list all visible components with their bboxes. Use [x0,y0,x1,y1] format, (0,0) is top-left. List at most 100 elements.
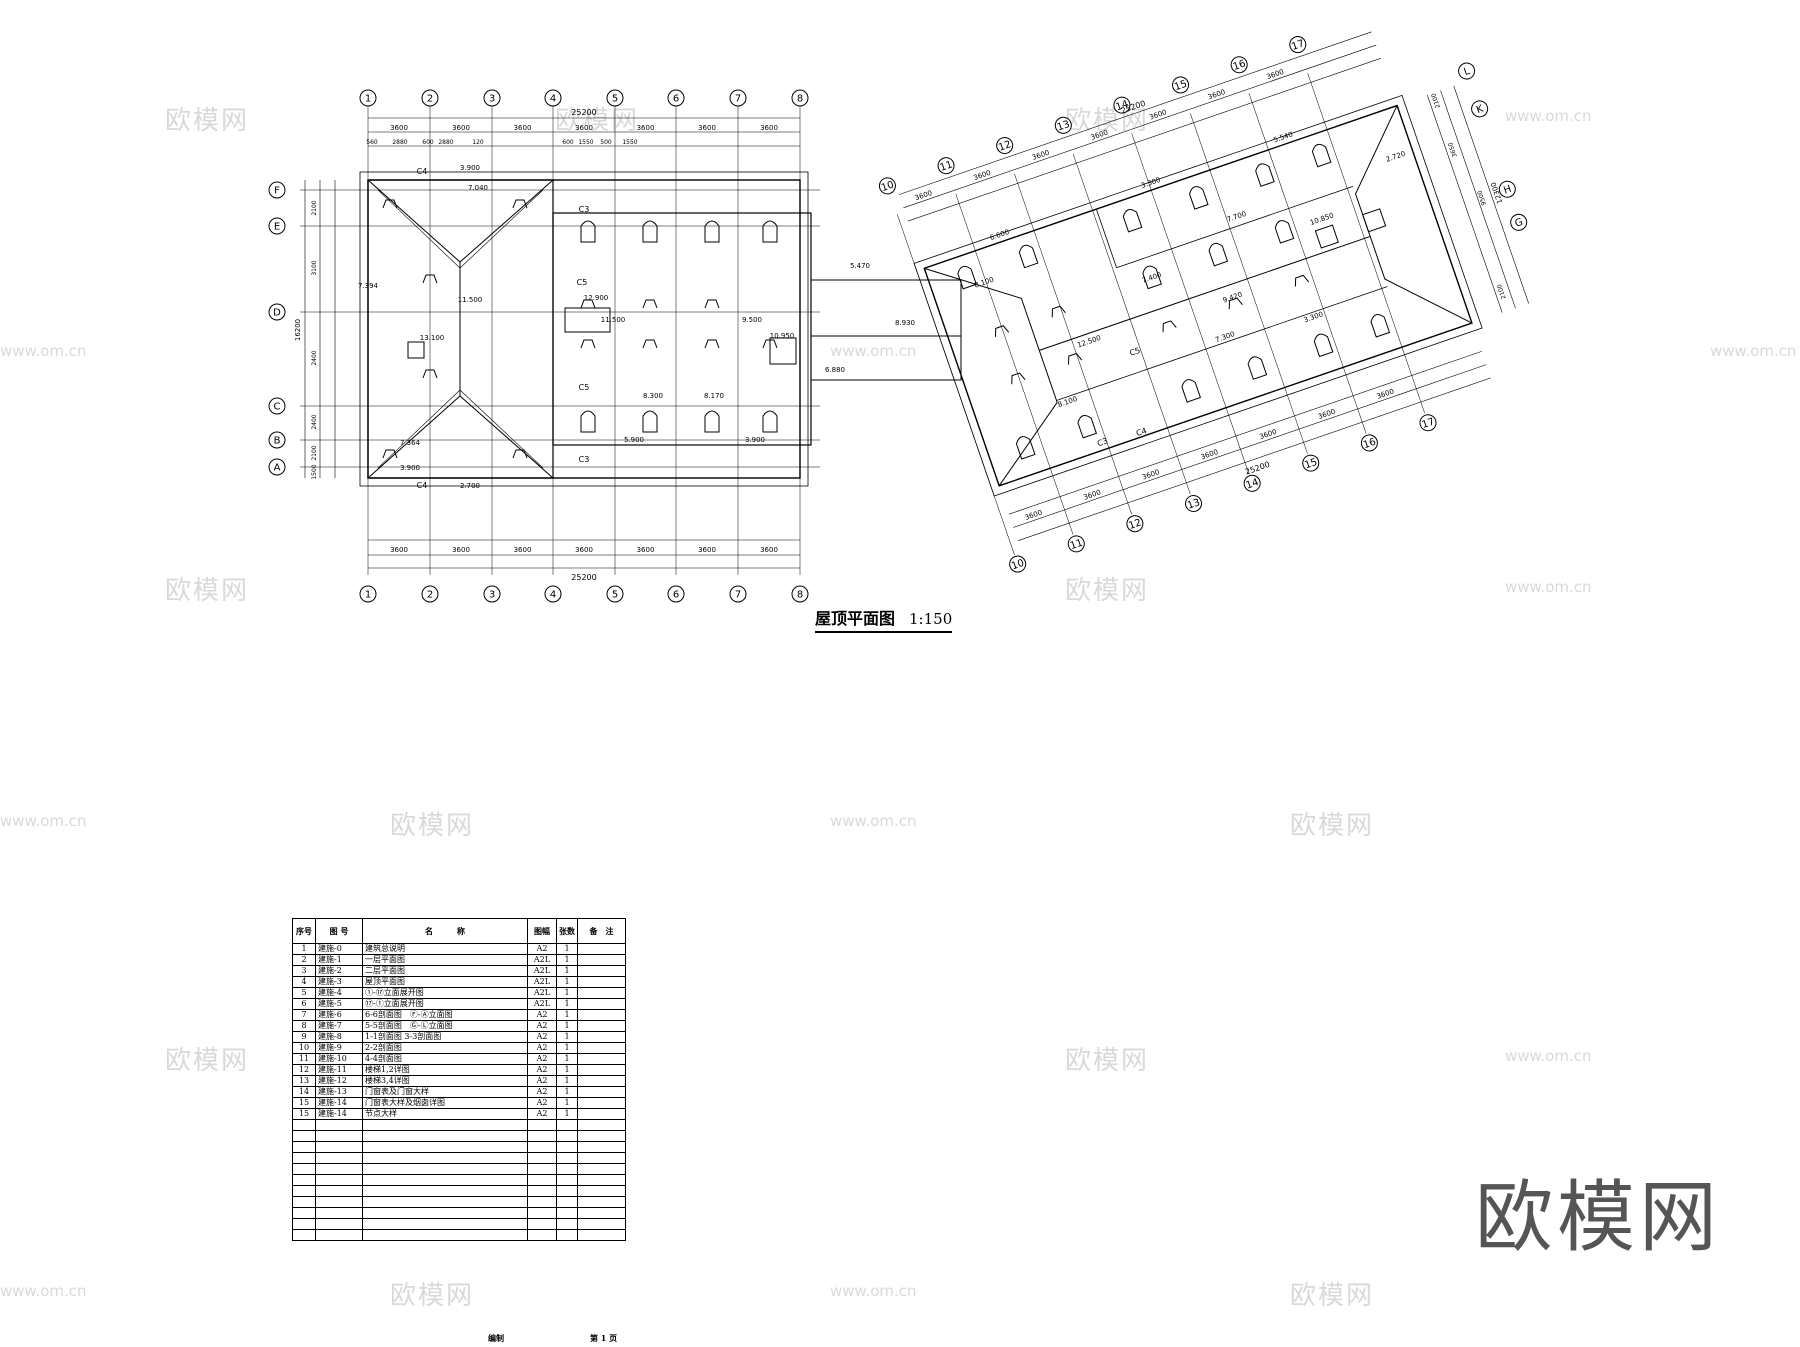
index-cell: 8 [292,1020,316,1032]
axis-bubble [1185,495,1203,513]
axis-label: 2 [427,94,433,105]
index-cell: 1-1剖面图 3-3剖面图 [362,1031,528,1043]
index-cell: 1 [556,1042,578,1054]
axis-bubble [1498,180,1516,198]
axis-label: 1 [365,590,371,601]
index-cell: A2 [527,1031,557,1043]
index-cell [556,1185,578,1197]
skylight [564,307,611,333]
index-cell [577,1097,626,1109]
dimension-line [1017,377,1491,541]
dormer-window [1188,186,1209,210]
dormer-window-inner [1315,147,1327,164]
index-cell: 5-5剖面图 Ⓖ-Ⓛ立面图 [362,1020,528,1032]
index-cell: A2 [527,1009,557,1021]
dimension-label: 3600 [1200,448,1219,461]
dimension-line [907,58,1381,222]
dimension-label: 600 [562,139,574,146]
dormer-window [580,220,596,243]
dormer-window [642,220,658,243]
dimension-label: 3600 [390,124,408,132]
index-cell [556,1196,578,1208]
index-cell: 1 [556,1031,578,1043]
elevation-label: 11.500 [458,296,483,304]
dormer-window [1255,163,1275,187]
index-cell [362,1141,528,1153]
index-cell [577,1009,626,1021]
window-tag: C3 [579,205,590,214]
left-roof-plan: 1122334455667788FEDCBA252003600360036003… [268,89,820,603]
dimension-label: 3600 [698,124,716,132]
axis-bubble [1126,515,1144,533]
axis-label: 17 [1421,416,1437,431]
index-cell [577,1020,626,1032]
axis-bubble [1289,36,1307,54]
elevation-label: 12.900 [584,294,609,302]
axis-bubble [996,136,1014,154]
index-cell: 建施-14 [315,1097,363,1109]
index-cell: 15 [292,1097,316,1109]
dormer-window-inner [960,269,972,286]
index-cell: 4-4剖面图 [362,1053,528,1065]
axis-bubble [268,397,286,415]
index-cell: 楼梯1,2详图 [362,1064,528,1076]
roof-vent [512,199,528,209]
hip-ridge [459,189,544,269]
index-cell [556,1152,578,1164]
index-cell [362,1119,528,1131]
axis-bubble [1419,414,1437,432]
index-cell: 1 [556,1009,578,1021]
dimension-label: 3600 [1207,88,1226,101]
index-row-empty [292,1163,626,1175]
axis-label: K [1475,103,1485,116]
index-cell: 建施-11 [315,1064,363,1076]
index-cell [362,1152,528,1164]
index-cell: 13 [292,1075,316,1087]
index-cell: A2 [527,1020,557,1032]
axis-label: D [273,308,281,319]
index-cell [577,1075,626,1087]
hip-ridge [459,389,544,469]
index-cell [577,1064,626,1076]
index-cell [292,1196,316,1208]
index-cell [362,1207,528,1219]
index-header-cell: 名 称 [362,918,528,944]
watermark-brand: 欧模网 [1290,1281,1375,1311]
dormer-window-inner [584,415,592,430]
watermark-brand: 欧模网 [390,811,475,841]
index-cell: 2-2剖面图 [362,1042,528,1054]
index-cell [577,987,626,999]
window-tag: C3 [579,455,590,464]
dimension-label: 3600 [452,546,470,554]
dormer-window-inner [766,415,774,430]
index-cell: 1 [556,998,578,1010]
index-cell: 建施-3 [315,976,363,988]
dimension-label: 25200 [571,573,596,582]
axis-label: 3 [489,590,495,601]
dimension-label: 3600 [760,546,778,554]
hip-roof-end [1355,105,1473,324]
index-cell [315,1141,363,1153]
roof-vent [1294,274,1310,287]
roof-vent [1051,305,1066,318]
brand-logo: 欧模网 [1475,1173,1722,1263]
index-row-empty [292,1174,626,1186]
axis-bubble [1113,96,1131,114]
dormer-window-inner [584,225,592,240]
index-cell [527,1130,557,1142]
dormer-window [580,410,596,433]
axis-bubble [667,585,685,603]
dimension-label: 25200 [571,108,596,117]
roof-vent [580,339,596,349]
roof-vent [1228,297,1243,310]
index-cell [577,1207,626,1219]
index-cell: 建施-0 [315,943,363,955]
